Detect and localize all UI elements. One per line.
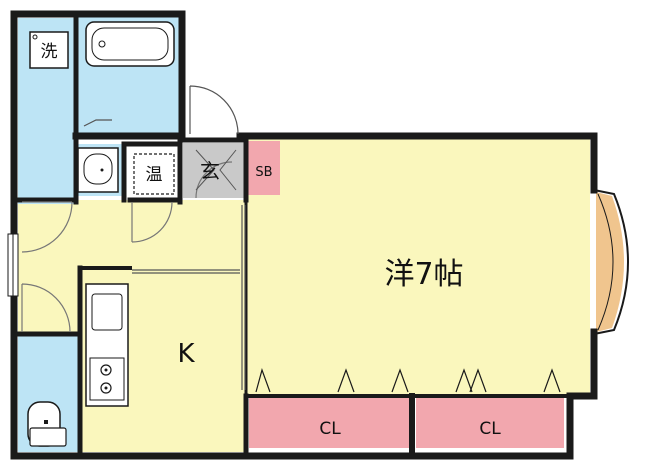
closet-left-label: CL (319, 419, 341, 439)
kitchen-label: K (177, 339, 195, 369)
walls (10, 10, 598, 460)
entrance-door-swing (189, 85, 239, 135)
wall-east-lower (566, 328, 598, 460)
bay-window-fill (596, 192, 624, 332)
washbasin-icon (77, 147, 119, 193)
wall-north-room (236, 132, 598, 194)
partitions (83, 119, 246, 390)
fixtures (27, 21, 561, 447)
entrance-step-arrows (195, 149, 237, 191)
water-heater-icon (133, 153, 175, 195)
bathtub-icon (85, 21, 175, 67)
wall-heater-box (121, 141, 183, 203)
closet-right-fill (416, 398, 564, 448)
stove-icon (89, 357, 125, 401)
sliding-door-kitchen (132, 269, 240, 274)
toilet-icon (27, 401, 67, 447)
door-swings (21, 85, 239, 333)
bay-window (593, 189, 629, 335)
bath-step (83, 119, 112, 127)
shoe-box-fill (248, 141, 280, 195)
hall-door-swing (21, 201, 73, 253)
washer-icon (29, 31, 69, 69)
closet-left-fill (249, 398, 410, 448)
toilet-door-swing (21, 283, 71, 333)
storage-door-swing (131, 201, 173, 243)
outer-wall-north (10, 10, 186, 140)
shoe-box-label: SB (255, 165, 272, 180)
entrance-label: 玄 (200, 159, 220, 183)
washer-label: 洗 (41, 42, 58, 62)
sliding-door-room (241, 205, 246, 390)
western-room-label: 洋7帖 (384, 257, 463, 292)
closet-right-label: CL (479, 419, 501, 439)
west-window (7, 233, 19, 297)
closet-door-marks (255, 368, 561, 393)
wall-entrance (177, 137, 249, 205)
water-heater-label: 温 (146, 165, 163, 185)
western-room-floor (246, 138, 590, 396)
